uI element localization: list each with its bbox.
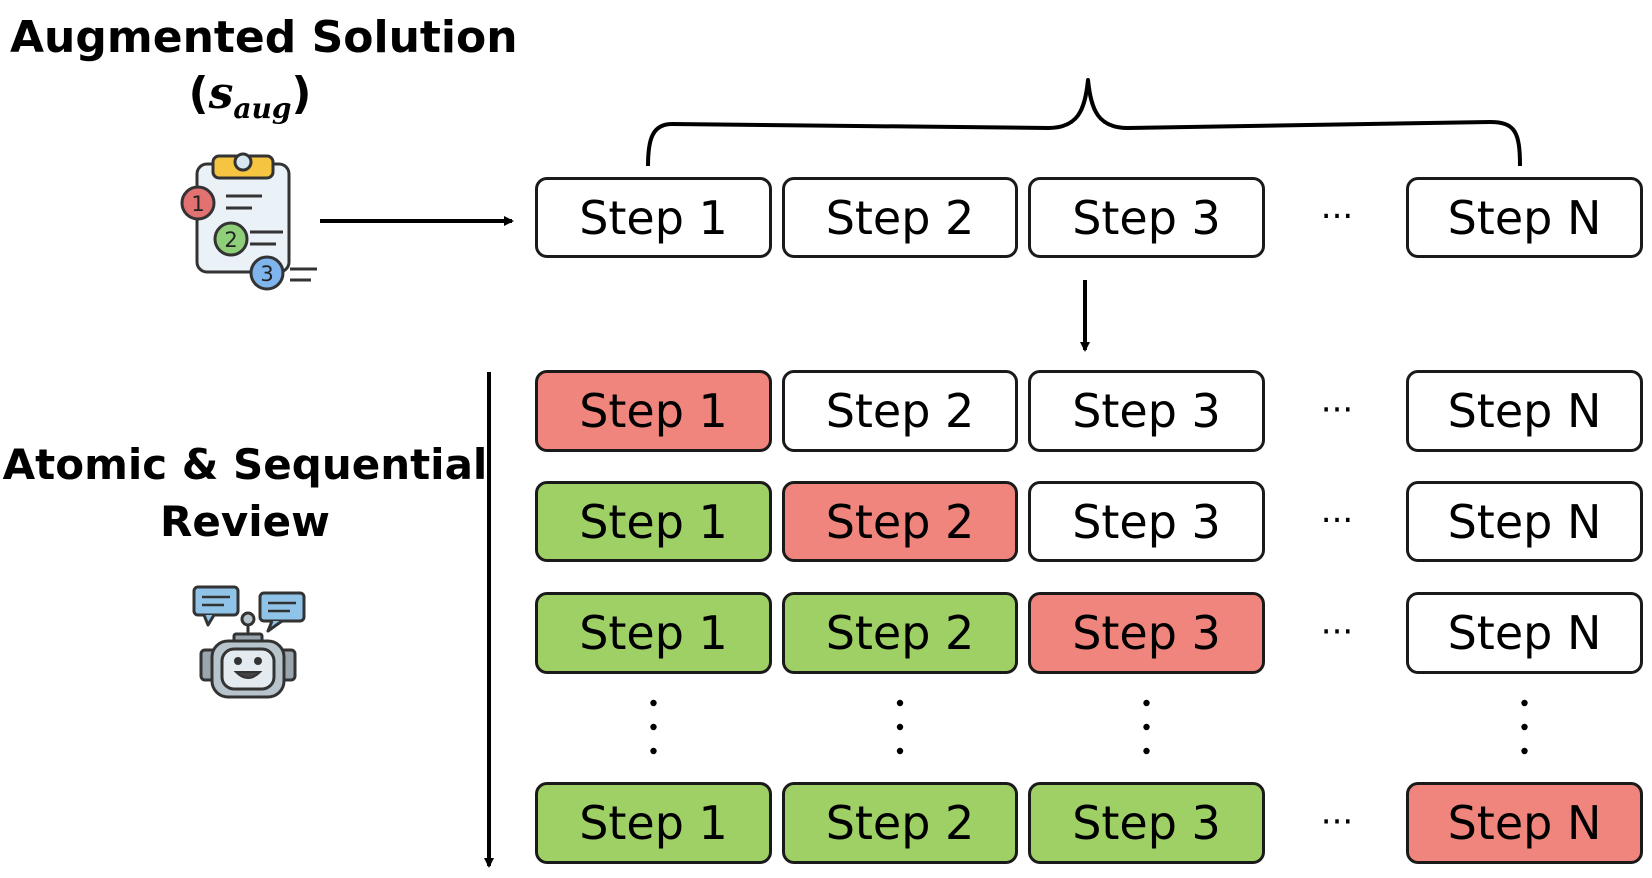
ellipsis-layer: ··· ··· ··· ··· ··· [1321, 197, 1353, 843]
review-row2-step1-box: Step 1 [535, 481, 772, 562]
review-row4-stepN-box: Step N [1406, 782, 1643, 864]
s-aug-symbol: s [208, 68, 234, 119]
s-aug-label: (saug) [188, 68, 312, 125]
review-row2-step2-box: Step 2 [782, 481, 1018, 562]
review-row3-step1-box: Step 1 [535, 592, 772, 674]
vertical-dot-col2-1 [896, 699, 904, 707]
top-stepN-box: Step N [1406, 177, 1643, 258]
ellipsis-5: ··· [1321, 802, 1353, 842]
top-step2-box: Step 2 [782, 177, 1018, 258]
vertical-dot-col1-3 [650, 747, 657, 755]
augmented-solution-title: Augmented Solution [10, 12, 518, 63]
top-step1-box: Step 1 [535, 177, 772, 258]
review-row1-step2-box: Step 2 [782, 370, 1018, 452]
review-row1-step3-box: Step 3 [1028, 370, 1265, 452]
top-step3-box: Step 3 [1028, 177, 1265, 258]
review-row2-step3-box: Step 3 [1028, 481, 1265, 562]
vertical-dot-col2-3 [896, 747, 904, 755]
atomic-sequential-title: Atomic & Sequential [2, 440, 488, 489]
clipboard-checklist-icon: 1 2 3 [180, 152, 317, 291]
ellipsis-1: ··· [1321, 197, 1353, 237]
s-aug-subscript: aug [233, 91, 292, 125]
review-row4-step2-box: Step 2 [782, 782, 1018, 864]
vertical-dot-col3-1 [1143, 699, 1150, 707]
svg-text:2: 2 [224, 228, 237, 252]
review-title: Review [160, 497, 330, 546]
review-row1-stepN-box: Step N [1406, 370, 1643, 452]
vertical-dot-col4-2 [1521, 723, 1528, 731]
review-row3-step2-box: Step 2 [782, 592, 1018, 674]
review-row4-step1-box: Step 1 [535, 782, 772, 864]
review-row1-step1-box: Step 1 [535, 370, 772, 452]
vertical-dots-layer [650, 699, 1528, 755]
review-row4-step3-box: Step 3 [1028, 782, 1265, 864]
vertical-dot-col4-3 [1521, 747, 1528, 755]
ellipsis-2: ··· [1321, 390, 1353, 430]
robot-chat-icon [192, 585, 306, 699]
review-row3-stepN-box: Step N [1406, 592, 1643, 674]
ellipsis-4: ··· [1321, 612, 1353, 652]
review-row3-step3-box: Step 3 [1028, 592, 1265, 674]
vertical-dot-col3-2 [1143, 723, 1150, 731]
ellipsis-3: ··· [1321, 501, 1353, 541]
svg-text:1: 1 [191, 192, 204, 216]
vertical-dot-col1-2 [650, 723, 657, 731]
vertical-dot-col1-1 [650, 699, 657, 707]
svg-text:3: 3 [260, 262, 273, 286]
vertical-dot-col4-1 [1521, 699, 1528, 707]
vertical-dot-col3-3 [1143, 747, 1150, 755]
review-row2-stepN-box: Step N [1406, 481, 1643, 562]
steps-brace [646, 78, 1522, 167]
vertical-dot-col2-2 [896, 723, 904, 731]
